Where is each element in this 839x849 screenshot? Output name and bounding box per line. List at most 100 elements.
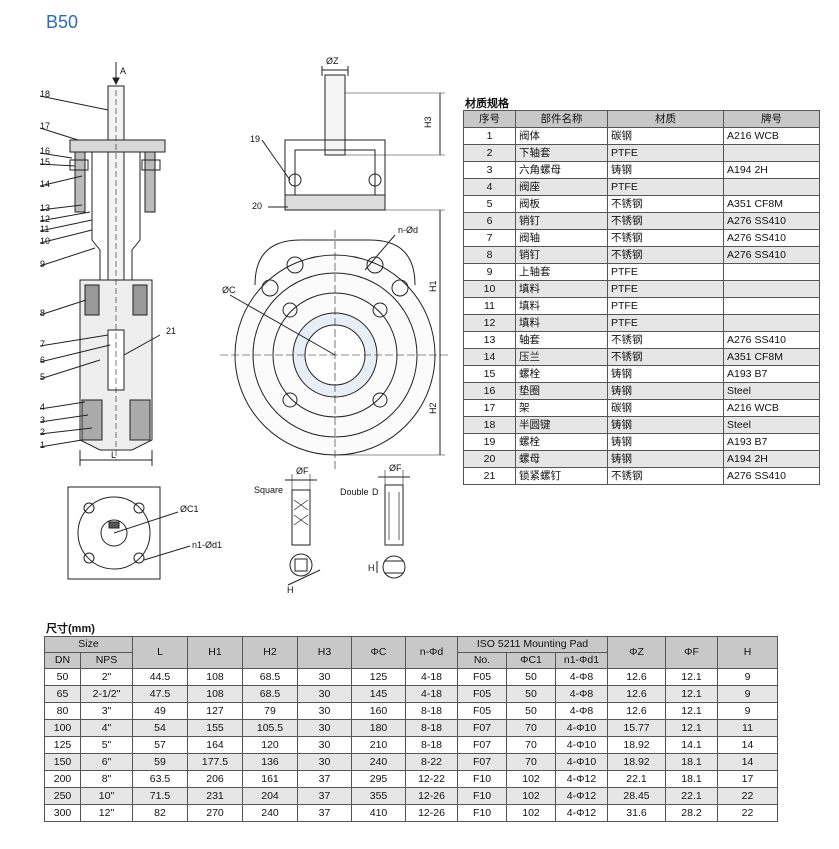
table-cell: 295 [351, 770, 406, 788]
table-cell: A276 SS410 [723, 331, 820, 349]
dim-d-label: D [372, 487, 379, 497]
table-cell: 14 [463, 348, 516, 366]
dim-h-label: H [368, 563, 375, 573]
table-cell: 17 [717, 770, 778, 788]
part-label: 10 [40, 236, 50, 246]
table-cell: 206 [187, 770, 243, 788]
table-cell: 铸钢 [607, 450, 724, 468]
table-cell: 28.2 [665, 804, 718, 822]
table-cell: 4-Φ10 [555, 753, 608, 771]
table-subheader-row: DN NPS No. ΦC1 n1-Φd1 [44, 652, 778, 669]
table-cell: 不锈钢 [607, 195, 724, 213]
table-cell: F05 [457, 685, 507, 703]
table-cell: A194 2H [723, 161, 820, 179]
table-cell: 9 [463, 263, 516, 281]
table-cell: 49 [132, 702, 188, 720]
table-cell: 8" [80, 770, 133, 788]
table-cell: 79 [242, 702, 298, 720]
table-cell: 6 [463, 212, 516, 230]
col-header-h3: H3 [297, 636, 352, 669]
table-cell: A276 SS410 [723, 212, 820, 230]
col-header-size: Size [44, 636, 133, 653]
part-label: 18 [40, 89, 50, 99]
table-cell: 410 [351, 804, 406, 822]
table-cell: 4 [463, 178, 516, 196]
part-label: 4 [40, 402, 45, 412]
stem-views [285, 470, 410, 586]
table-cell [723, 297, 820, 315]
table-cell: 68.5 [242, 685, 298, 703]
flange-labels: ØC1 n1-Ød1 [180, 504, 222, 550]
table-cell: 18 [463, 416, 516, 434]
col-header-iso: ISO 5211 Mounting Pad [457, 636, 608, 653]
table-cell: PTFE [607, 297, 724, 315]
table-cell: 8-22 [405, 753, 458, 771]
table-cell: 18.1 [665, 770, 718, 788]
table-cell: 18.92 [607, 753, 666, 771]
col-header-nd1: n1-Φd1 [555, 652, 608, 669]
table-cell: 12.1 [665, 668, 718, 686]
table-cell: F05 [457, 668, 507, 686]
table-cell: 164 [187, 736, 243, 754]
table-cell: 200 [44, 770, 81, 788]
table-cell: 半圆键 [515, 416, 608, 434]
table-cell: 12.6 [607, 668, 666, 686]
table-cell: 30 [297, 736, 352, 754]
dimensions-title: 尺寸(mm) [46, 623, 95, 635]
table-cell: 50 [506, 668, 556, 686]
col-header-oc1: ΦC1 [506, 652, 556, 669]
table-cell: 82 [132, 804, 188, 822]
table-cell: 销钉 [515, 246, 608, 264]
table-cell: 4-18 [405, 668, 458, 686]
table-cell: 136 [242, 753, 298, 771]
table-cell: F10 [457, 770, 507, 788]
table-cell: 5 [463, 195, 516, 213]
col-header-grade: 牌号 [723, 110, 820, 128]
table-cell: 架 [515, 399, 608, 417]
table-cell: 铸钢 [607, 382, 724, 400]
dim-of-label: ØF [389, 463, 402, 473]
part-label: 13 [40, 203, 50, 213]
table-cell: 12-22 [405, 770, 458, 788]
table-cell: 12.6 [607, 702, 666, 720]
table-cell: 填料 [515, 297, 608, 315]
table-cell: 4-Φ10 [555, 719, 608, 737]
dim-oz-label: ØZ [326, 56, 339, 66]
col-header-no: No. [457, 652, 507, 669]
table-cell: 阀轴 [515, 229, 608, 247]
table-cell: 240 [351, 753, 406, 771]
table-cell: 100 [44, 719, 81, 737]
table-cell: 不锈钢 [607, 229, 724, 247]
col-header-oc: ΦC [351, 636, 406, 669]
table-cell: 1 [463, 127, 516, 145]
table-cell: 59 [132, 753, 188, 771]
table-cell: 螺栓 [515, 365, 608, 383]
table-cell: 300 [44, 804, 81, 822]
table-cell: 阀座 [515, 178, 608, 196]
table-cell: PTFE [607, 280, 724, 298]
table-cell: 不锈钢 [607, 331, 724, 349]
table-cell: 碳钢 [607, 399, 724, 417]
table-cell: 六角螺母 [515, 161, 608, 179]
col-header-h: H [717, 636, 778, 669]
table-cell [723, 263, 820, 281]
table-cell: 4-Φ8 [555, 685, 608, 703]
table-cell: 阀体 [515, 127, 608, 145]
table-cell: 270 [187, 804, 243, 822]
table-cell: 螺栓 [515, 433, 608, 451]
stem-labels: Square ØF H Double D ØF H [254, 463, 402, 595]
part-label: 14 [40, 179, 50, 189]
col-header-nd: n-Φd [405, 636, 458, 669]
table-cell: 57 [132, 736, 188, 754]
